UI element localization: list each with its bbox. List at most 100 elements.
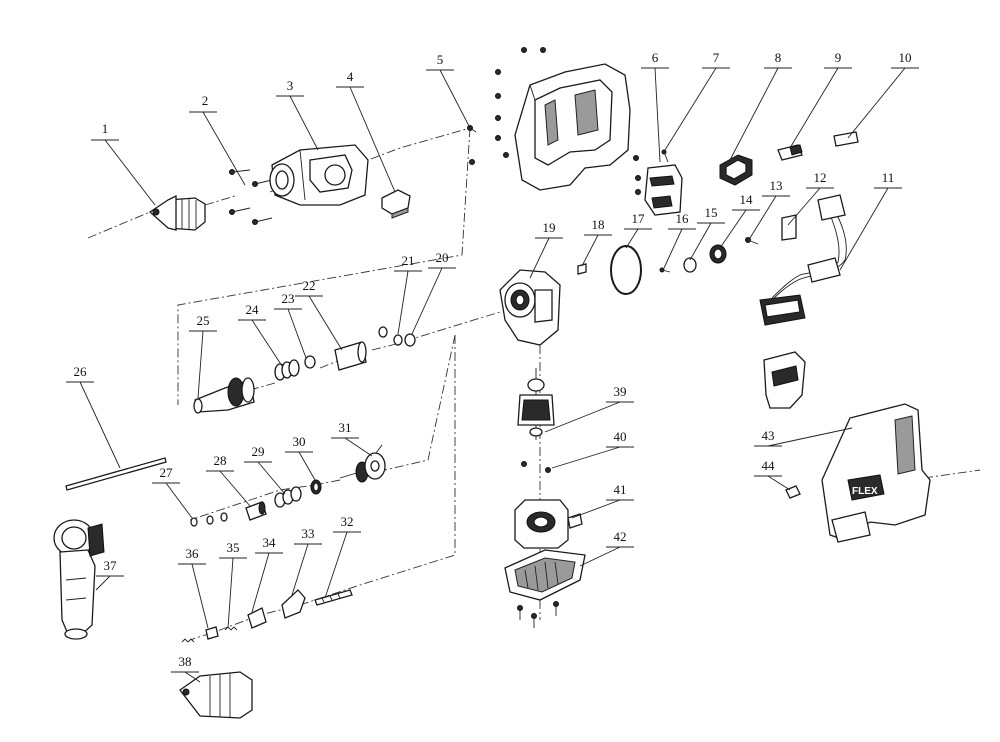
part-8-grommet bbox=[719, 154, 753, 186]
part-24-spring bbox=[274, 359, 300, 381]
callout-22: 22 bbox=[303, 278, 316, 293]
callout-34: 34 bbox=[263, 535, 277, 550]
callout-5: 5 bbox=[437, 52, 444, 67]
part-7-spring bbox=[661, 149, 669, 163]
callout-36: 36 bbox=[186, 546, 200, 561]
part-36-detent bbox=[181, 626, 219, 643]
callout-leader-13 bbox=[749, 195, 777, 239]
callout-leader-30 bbox=[298, 451, 316, 481]
part-25-spindle bbox=[193, 377, 255, 414]
part-4-cap bbox=[381, 189, 411, 219]
part-39-armature bbox=[517, 368, 555, 440]
part-26-depth-rod bbox=[65, 457, 167, 491]
callout-leader-24 bbox=[251, 319, 283, 367]
callout-19: 19 bbox=[543, 220, 556, 235]
part-30-bearing bbox=[310, 479, 322, 495]
callout-leader-23 bbox=[287, 308, 307, 359]
part-40-screws bbox=[521, 461, 551, 473]
callout-leader-32 bbox=[324, 531, 348, 599]
callout-leader-7 bbox=[664, 67, 717, 151]
callout-8: 8 bbox=[775, 50, 782, 65]
callout-6: 6 bbox=[652, 50, 659, 65]
callout-leader-29 bbox=[257, 461, 286, 495]
callout-leader-16 bbox=[663, 228, 683, 269]
callout-leader-25 bbox=[197, 330, 204, 399]
part-17-o-ring bbox=[610, 245, 642, 295]
callout-leader-41 bbox=[571, 499, 621, 519]
callout-leader-43 bbox=[767, 427, 853, 447]
callout-32: 32 bbox=[341, 514, 354, 529]
callout-37: 37 bbox=[104, 558, 118, 573]
callout-leader-37 bbox=[95, 575, 111, 591]
callout-14: 14 bbox=[740, 192, 754, 207]
callout-leader-11 bbox=[839, 187, 889, 271]
callout-28: 28 bbox=[214, 453, 227, 468]
part-9-connector bbox=[777, 144, 803, 161]
callout-leader-39 bbox=[544, 401, 621, 433]
callout-leader-21 bbox=[397, 270, 409, 335]
callout-leader-35 bbox=[227, 557, 234, 629]
callout-leader-44 bbox=[767, 475, 791, 491]
part-32-spring-rod bbox=[314, 589, 353, 606]
part-3-gear-housing bbox=[269, 144, 369, 206]
part-29-spring bbox=[274, 486, 302, 508]
part-38-keyless-chuck bbox=[179, 671, 253, 719]
callout-leader-19 bbox=[529, 237, 550, 279]
callout-leader-5 bbox=[439, 69, 471, 129]
callout-leader-17 bbox=[625, 228, 639, 249]
switch-module bbox=[763, 351, 806, 409]
callout-21: 21 bbox=[402, 253, 415, 268]
part-42-fan-cover bbox=[504, 549, 586, 628]
callout-leader-8 bbox=[729, 67, 779, 161]
callout-18: 18 bbox=[592, 217, 605, 232]
motor-housing-half bbox=[514, 63, 631, 191]
part-11-wiring-harness bbox=[759, 194, 847, 326]
callout-10: 10 bbox=[899, 50, 912, 65]
callout-2: 2 bbox=[202, 93, 209, 108]
callout-25: 25 bbox=[197, 313, 210, 328]
callout-leader-15 bbox=[689, 222, 712, 261]
callout-44: 44 bbox=[762, 458, 776, 473]
callout-leader-28 bbox=[219, 470, 251, 507]
part-15-circlip bbox=[683, 257, 697, 273]
part-28-bushing bbox=[245, 501, 267, 521]
part-43-housing: FLEX bbox=[821, 403, 931, 543]
callout-29: 29 bbox=[252, 444, 265, 459]
part-10-label bbox=[833, 131, 859, 147]
callout-leader-18 bbox=[581, 234, 599, 267]
part-19-gearbox-housing bbox=[499, 269, 561, 346]
callout-42: 42 bbox=[614, 529, 627, 544]
callout-leader-36 bbox=[191, 563, 209, 629]
callout-leader-9 bbox=[789, 67, 839, 149]
callout-leader-27 bbox=[165, 482, 193, 519]
part-13-screw bbox=[745, 237, 759, 245]
callout-leader-42 bbox=[579, 546, 621, 567]
callout-20: 20 bbox=[436, 250, 449, 265]
callout-43: 43 bbox=[762, 428, 775, 443]
callout-1: 1 bbox=[102, 121, 109, 136]
callout-24: 24 bbox=[246, 302, 260, 317]
callout-leader-12 bbox=[787, 187, 821, 226]
callout-27: 27 bbox=[160, 465, 174, 480]
callout-12: 12 bbox=[814, 170, 827, 185]
part-21-bushing bbox=[378, 326, 403, 346]
callout-23: 23 bbox=[282, 291, 295, 306]
callout-39: 39 bbox=[614, 384, 627, 399]
callout-leader-34 bbox=[251, 552, 270, 613]
callout-leader-2 bbox=[202, 111, 246, 186]
brand-mark: FLEX bbox=[852, 486, 878, 497]
callout-9: 9 bbox=[835, 50, 842, 65]
callout-leader-22 bbox=[308, 295, 343, 351]
callout-leader-14 bbox=[719, 209, 747, 249]
callout-13: 13 bbox=[770, 178, 783, 193]
callout-leader-10 bbox=[847, 67, 906, 139]
part-41-stator bbox=[514, 499, 583, 549]
housing-screws bbox=[469, 47, 641, 195]
part-22-piston bbox=[334, 341, 367, 371]
part-1-chuck bbox=[148, 194, 206, 231]
callout-leaders bbox=[66, 67, 919, 683]
callout-leader-38 bbox=[184, 671, 201, 683]
callout-3: 3 bbox=[287, 78, 294, 93]
callout-31: 31 bbox=[339, 420, 352, 435]
